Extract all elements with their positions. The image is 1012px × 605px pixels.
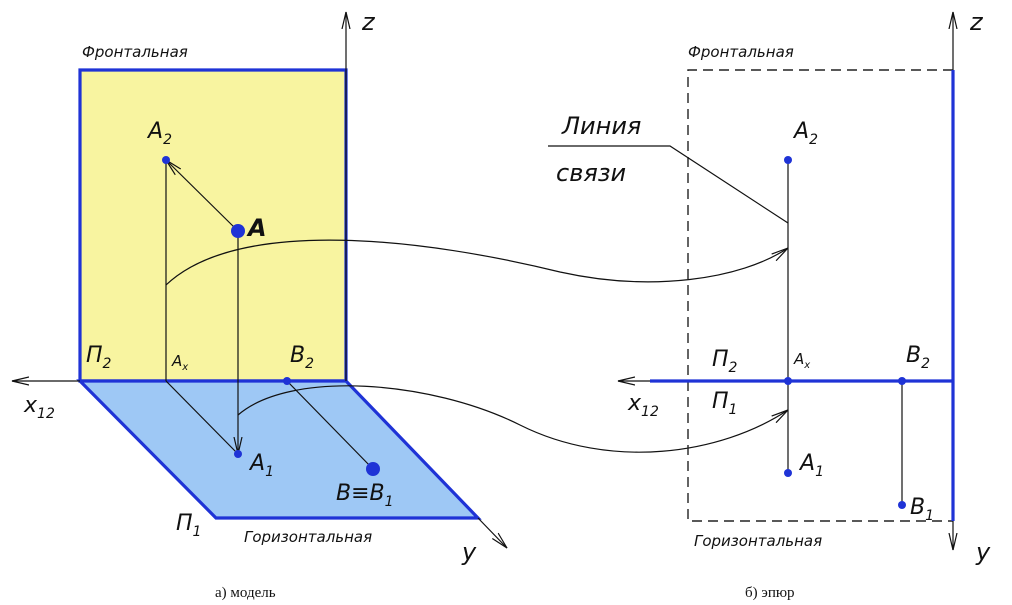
B2-label-model: B2 [290,343,314,372]
frontal-plane [78,68,348,383]
Ax-label-model: Ax [171,352,188,373]
link-line-label-1: Линия [561,112,641,140]
A2-label-epure: A2 [792,119,818,148]
y-label-epure: y [975,538,991,566]
A1-label-epure: A1 [798,451,824,480]
point-A1-model [234,450,242,458]
horizontal-label-epure: Горизонтальная [694,532,822,550]
model-panel: z x12 y Фронтальная Горизонтальная П2 П1… [12,8,507,601]
point-B2-model [283,377,291,385]
link-Ax-A1 [165,380,239,455]
link-B2-B1 [286,380,374,470]
caption-epure: б) эпюр [745,585,795,601]
epure-panel: z y x12 Фронтальная Горизонтальная Линия… [548,8,991,601]
A1-label-model: A1 [248,451,274,480]
point-A1-epure [784,469,792,477]
point-B1-epure [898,501,906,509]
B2-label-epure: B2 [906,343,930,372]
A-label-model: A [246,214,267,242]
x12-label-model: x12 [23,393,55,422]
caption-model: а) модель [215,585,276,601]
B1-label-epure: B1 [910,495,934,524]
transfer-curve-frontal [165,239,788,286]
Ax-label-epure: Ax [793,350,810,371]
frontal-label-epure: Фронтальная [688,43,794,61]
pi2-label-model: П2 [86,343,112,372]
y-axis-model [477,517,507,548]
horizontal-plane [76,379,482,520]
frontal-frame-dashed [687,69,953,522]
link-line-label-2: связи [556,159,626,187]
pi1-label-epure: П1 [712,389,737,418]
point-A2-model [162,156,170,164]
x12-label-epure: x12 [627,391,659,420]
pi2-label-epure: П2 [712,347,738,376]
pi1-label-model: П1 [176,511,201,540]
A2-label-model: A2 [146,119,172,148]
point-B-model [366,462,380,476]
horizontal-label-model: Горизонтальная [244,528,372,546]
z-label-epure: z [969,8,984,36]
point-Ax-epure [784,377,792,385]
frontal-label-model: Фронтальная [82,43,188,61]
z-label-model: z [361,8,376,36]
point-A2-epure [784,156,792,164]
y-label-model: y [461,538,477,566]
proj-A-A2 [166,160,239,232]
leader-line-link [548,145,789,224]
transfer-curve-horizontal [237,385,788,453]
BB1-label-model: B≡B1 [336,481,394,510]
point-B2-epure [898,377,906,385]
point-A-model [231,224,245,238]
